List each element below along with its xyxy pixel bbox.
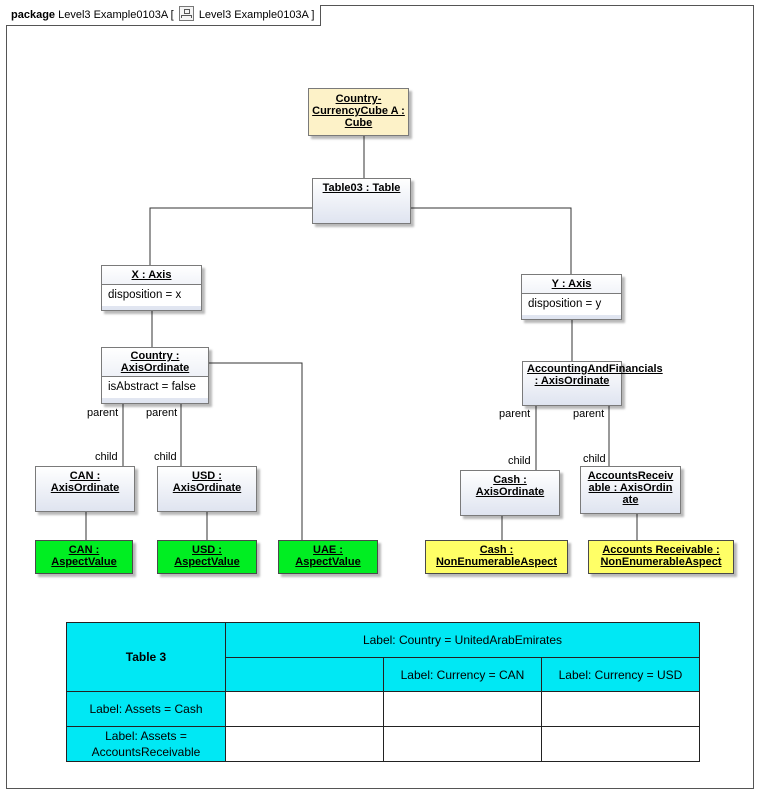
node-title: Cash : AxisOrdinate [475,474,545,498]
row-accrec-header: Label: Assets = AccountsReceivable [91,729,201,759]
currency-can-cell: Label: Currency = CAN [383,657,542,692]
accrec-nonenumerable-node[interactable]: Accounts Receivable : NonEnumerableAspec… [588,540,734,574]
node-title: Country-CurrencyCube A : Cube [312,93,405,129]
child-label: child [154,451,177,463]
node-title: UAE : AspectValue [295,544,361,568]
currency-can-header: Label: Currency = CAN [400,667,525,682]
bracket-close: ] [311,9,315,21]
edge-table-x-axis [149,207,312,265]
currency-usd-header: Label: Currency = USD [558,667,683,682]
data-cell[interactable] [383,726,542,762]
currency-usd-cell: Label: Currency = USD [541,657,700,692]
data-cell[interactable] [225,726,384,762]
can-aspect-value-node[interactable]: CAN : AspectValue [35,540,133,574]
node-attribute: disposition = x [102,284,201,306]
parent-label: parent [573,408,605,420]
edge-table-y-axis [411,207,572,274]
node-attribute: disposition = y [522,293,621,315]
cash-nonenumerable-node[interactable]: Cash : NonEnumerableAspect [425,540,568,574]
node-title: Country : AxisOrdinate [120,350,190,374]
child-label: child [508,455,531,467]
node-title: X : Axis [131,269,172,281]
table-title: Table 3 [125,650,167,664]
diagram-reference[interactable]: Level3 Example0103A [198,9,309,21]
node-title: USD : AspectValue [174,544,240,568]
data-cell[interactable] [225,691,384,727]
diagram-icon [178,6,194,21]
node-title: Cash : NonEnumerableAspect [435,544,558,568]
y-axis-node[interactable]: Y : Axis disposition = y [521,274,622,320]
accrec-ordinate-node[interactable]: AccountsReceivable : AxisOrdinate [580,466,681,514]
node-title: Table03 : Table [322,182,401,194]
can-ordinate-node[interactable]: CAN : AxisOrdinate [35,466,135,512]
usd-ordinate-node[interactable]: USD : AxisOrdinate [157,466,257,512]
child-label: child [583,453,606,465]
accounting-node[interactable]: AccountingAndFinancials : AxisOrdinate [522,361,663,406]
data-cell[interactable] [541,691,700,727]
child-label: child [95,451,118,463]
x-axis-node[interactable]: X : Axis disposition = x [101,265,202,311]
country-header: Label: Country = UnitedArabEmirates [362,633,563,647]
country-header-cell: Label: Country = UnitedArabEmirates [225,622,700,658]
row-cash-header-cell: Label: Assets = Cash [66,691,226,727]
node-title: AccountingAndFinancials : AxisOrdinate [527,363,663,387]
bracket-open: [ [170,9,174,21]
node-title: CAN : AxisOrdinate [50,470,120,494]
uae-aspect-value-node[interactable]: UAE : AspectValue [278,540,378,574]
row-accrec-header-cell: Label: Assets = AccountsReceivable [66,726,226,762]
row-cash-header: Label: Assets = Cash [89,702,203,716]
parent-label: parent [146,407,178,419]
table-3-grid: Table 3 Label: Country = UnitedArabEmira… [66,622,700,762]
node-title: Y : Axis [551,278,592,290]
cube-node[interactable]: Country-CurrencyCube A : Cube [308,88,409,136]
package-keyword: package [11,9,56,21]
cash-ordinate-node[interactable]: Cash : AxisOrdinate [460,470,560,516]
edge-country-uae [208,362,303,540]
package-header: package Level3 Example0103A [ Level3 Exa… [6,5,322,26]
country-node[interactable]: Country : AxisOrdinate isAbstract = fals… [101,347,209,404]
usd-aspect-value-node[interactable]: USD : AspectValue [157,540,257,574]
node-title: AccountsReceivable : AxisOrdinate [587,470,674,506]
node-title: CAN : AspectValue [51,544,117,568]
empty-header-cell [225,657,384,692]
parent-label: parent [87,407,119,419]
table-title-cell: Table 3 [66,622,226,692]
node-attribute: isAbstract = false [102,376,208,398]
parent-label: parent [499,408,531,420]
node-title: Accounts Receivable : NonEnumerableAspec… [600,544,722,568]
package-name: Level3 Example0103A [58,9,168,21]
data-cell[interactable] [383,691,542,727]
diagram-frame [6,5,754,789]
table-node[interactable]: Table03 : Table [312,178,411,224]
node-title: USD : AxisOrdinate [172,470,242,494]
data-cell[interactable] [541,726,700,762]
